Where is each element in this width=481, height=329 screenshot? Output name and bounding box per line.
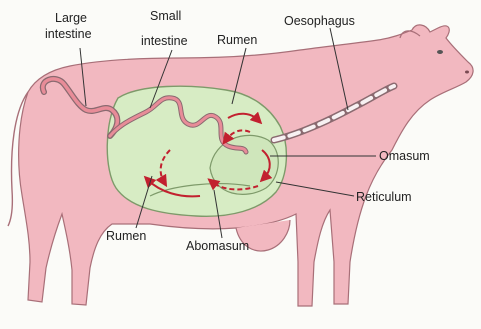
label-reticulum: Reticulum	[356, 190, 412, 204]
label-small-intestine-1: Small	[150, 9, 181, 23]
label-small-intestine-2: intestine	[141, 34, 188, 48]
label-rumen-top: Rumen	[217, 33, 257, 47]
label-oesophagus: Oesophagus	[284, 14, 355, 28]
cow-eye	[437, 50, 443, 54]
cow-nostril	[465, 71, 469, 74]
label-rumen-bottom: Rumen	[106, 229, 146, 243]
label-large-intestine-2: intestine	[45, 27, 92, 41]
label-omasum: Omasum	[379, 149, 430, 163]
label-abomasum: Abomasum	[186, 239, 249, 253]
label-large-intestine-1: Large	[55, 11, 87, 25]
